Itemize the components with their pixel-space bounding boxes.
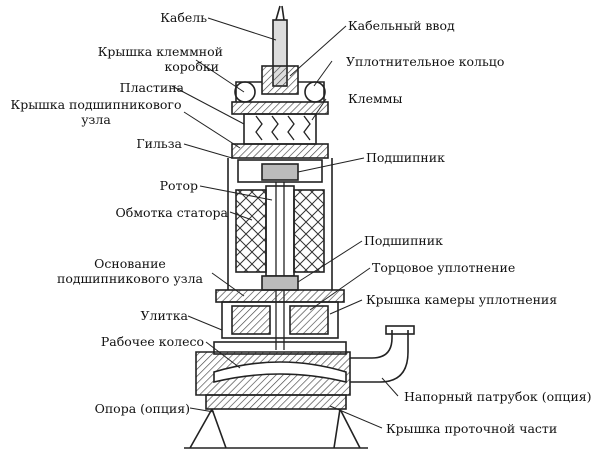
label-bearing-cover-line-2: узла bbox=[81, 112, 111, 127]
label-discharge-pipe: Напорный патрубок (опция) bbox=[404, 389, 592, 404]
label-terminals: Клеммы bbox=[348, 91, 403, 106]
shaft-shape bbox=[275, 182, 285, 350]
impeller-shape bbox=[213, 361, 347, 384]
label-support: Опора (опция) bbox=[94, 401, 190, 416]
stator-winding-left bbox=[235, 189, 267, 273]
label-rotor: Ротор bbox=[159, 178, 198, 193]
label-bearing-cover: Крышка подшипникового узла bbox=[6, 97, 186, 127]
label-terminal-box-cover-line-2: коробки bbox=[164, 59, 219, 74]
label-impeller: Рабочее колесо bbox=[100, 334, 204, 349]
label-plate: Пластина bbox=[119, 80, 184, 95]
label-terminal-box-cover: Крышка клеммной коробки bbox=[98, 44, 223, 74]
label-bearing-base-line-2: подшипникового узла bbox=[56, 271, 203, 286]
terminal-box-cover-shape bbox=[235, 81, 325, 102]
label-upper-bearing: Подшипник bbox=[366, 150, 445, 165]
flow-cover-shape bbox=[205, 394, 347, 410]
label-cable-entry: Кабельный ввод bbox=[348, 18, 455, 33]
label-seal-chamber-cover: Крышка камеры уплотнения bbox=[366, 292, 558, 307]
label-terminal-box-cover-line-1: Крышка клеммной bbox=[97, 44, 223, 59]
stator-winding-right bbox=[293, 189, 325, 273]
seal-ring-left bbox=[234, 81, 256, 103]
seal-chamber-shape bbox=[221, 301, 339, 339]
label-stator-winding: Обмотка статора bbox=[115, 205, 228, 220]
label-flow-part-cover: Крышка проточной части bbox=[386, 421, 558, 436]
label-sleeve: Гильза bbox=[136, 136, 182, 151]
motor-housing-shape bbox=[227, 158, 333, 290]
support-feet-shape bbox=[184, 408, 368, 449]
label-seal-ring: Уплотнительное кольцо bbox=[346, 54, 505, 69]
label-cable: Кабель bbox=[160, 10, 207, 25]
cable-entry-shape bbox=[261, 65, 299, 95]
label-bearing-base: Основание подшипникового узла bbox=[48, 256, 212, 286]
label-volute: Улитка bbox=[140, 308, 189, 323]
label-mechanical-seal: Торцовое уплотнение bbox=[372, 260, 516, 275]
leader-lines bbox=[171, 17, 399, 429]
label-lower-bearing: Подшипник bbox=[364, 233, 443, 248]
discharge-pipe-shape bbox=[350, 330, 409, 383]
pump-body bbox=[184, 5, 415, 449]
label-bearing-base-line-1: Основание bbox=[94, 256, 166, 271]
label-bearing-cover-line-1: Крышка подшипникового bbox=[10, 97, 182, 112]
upper-bearing-shape bbox=[261, 163, 299, 181]
lower-bearing-shape bbox=[261, 275, 299, 291]
